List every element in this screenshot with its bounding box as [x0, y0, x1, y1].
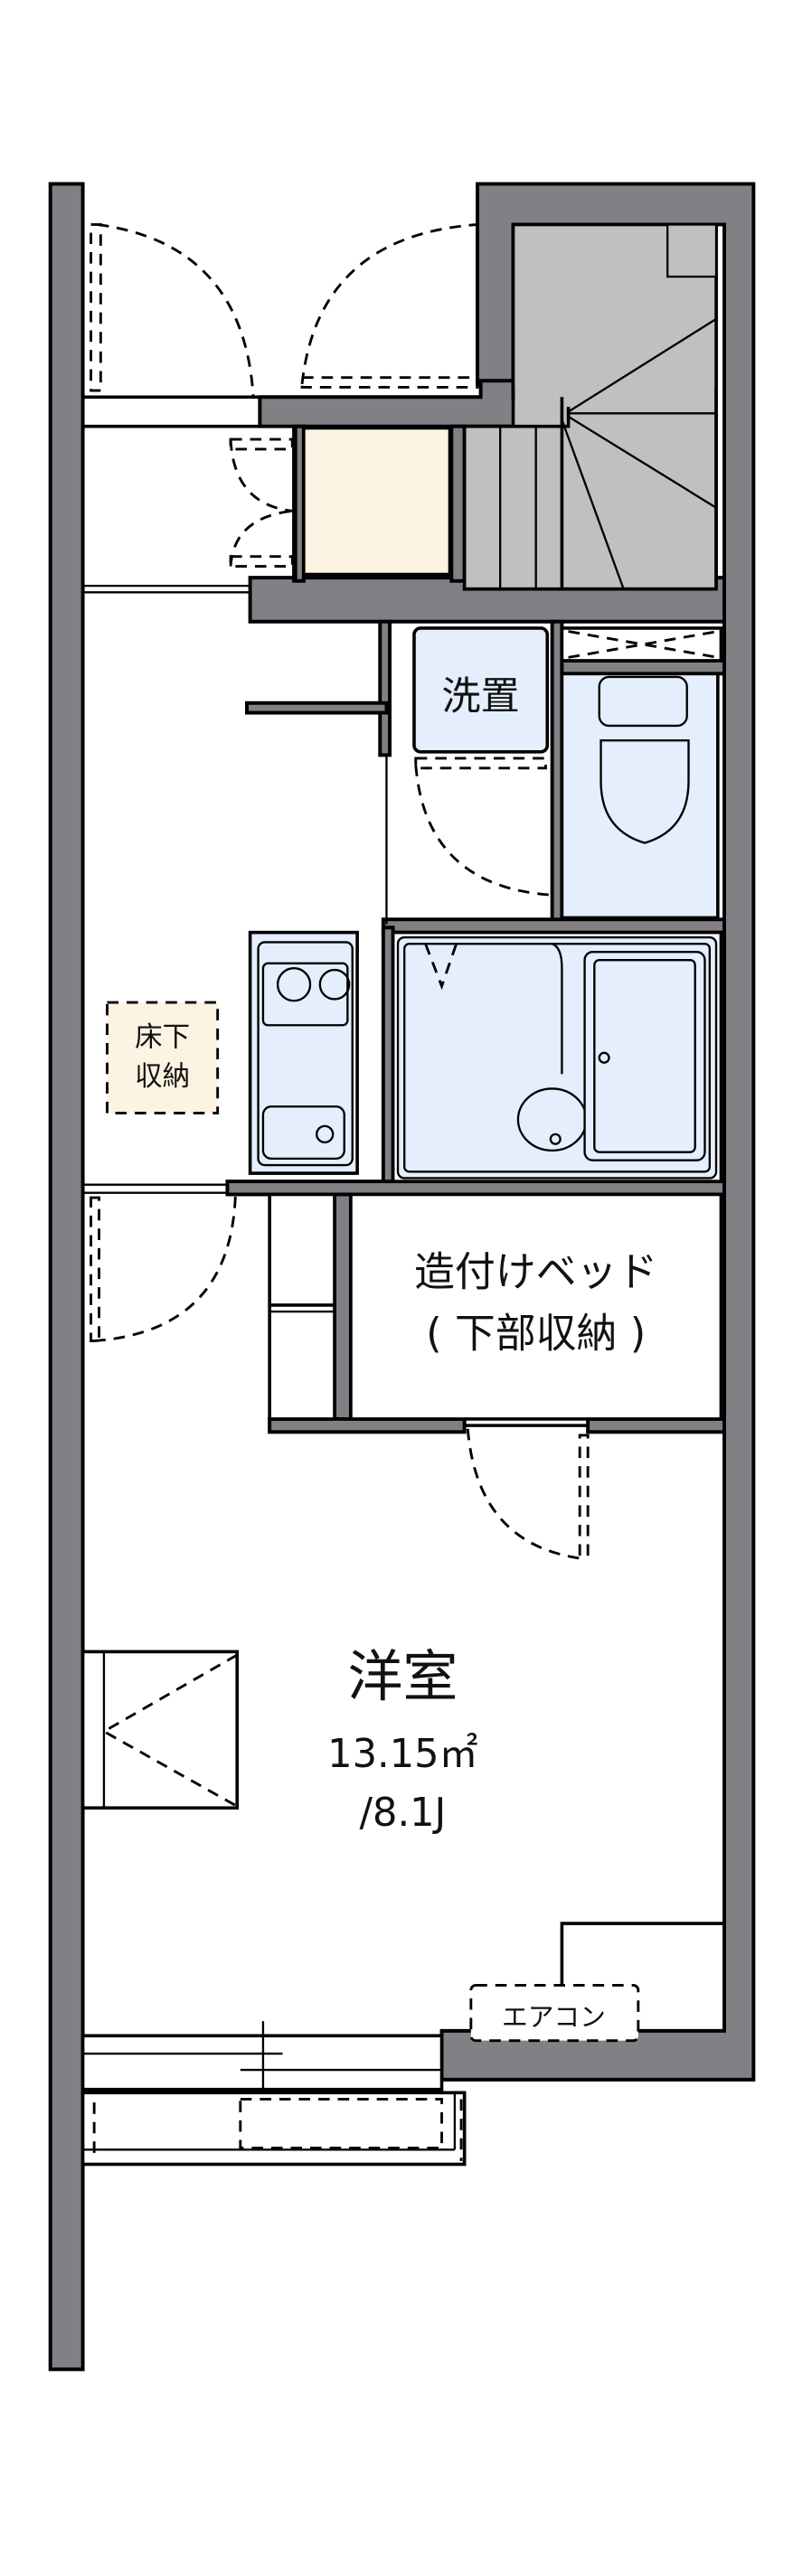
built-in-bed: 造付けベッド ( 下部収納 ): [349, 1192, 723, 1561]
room-area: 13.15㎡: [327, 1732, 477, 1777]
closet[interactable]: [80, 1650, 240, 1810]
hall: [82, 1183, 336, 1421]
burner-icon: [318, 968, 351, 1001]
laundry-label: 洗置: [442, 674, 520, 719]
entrance: [82, 223, 479, 594]
bath-top-wall: [381, 917, 726, 935]
bed-bottom-wall-right: [586, 1416, 726, 1434]
staircase: [462, 222, 718, 591]
room-name: 洋室: [347, 1645, 458, 1709]
balcony-window[interactable]: [80, 2091, 467, 2167]
kitchen-counter: [248, 930, 359, 1175]
underfloor-storage: 床下 収納: [106, 1001, 220, 1114]
storage-label-line2: 収納: [135, 1061, 190, 1093]
laundry-left-wall: [378, 619, 392, 757]
storage-label-line1: 床下: [135, 1022, 190, 1054]
toilet-bowl: [600, 739, 690, 844]
burner-icon: [276, 967, 312, 1002]
mid-wall: [225, 1180, 726, 1197]
balcony: [80, 2021, 467, 2167]
aircon-label: エアコン: [502, 2001, 606, 2032]
air-conditioner: エアコン: [469, 1984, 640, 2043]
closet-stair-divider: [449, 424, 467, 583]
western-room: 洋室 13.15㎡ /8.1J エアコン: [80, 1645, 725, 2043]
bathroom: [391, 930, 723, 1183]
toilet-tank: [598, 675, 688, 728]
toilet-room: [560, 626, 723, 920]
shoe-closet: [229, 426, 452, 579]
toilet-top-wall: [560, 658, 726, 676]
bed-label-line2: ( 下部収納 ): [426, 1310, 646, 1358]
sink: [261, 1105, 345, 1161]
entry-door-right[interactable]: [300, 223, 479, 389]
room-door[interactable]: [90, 1194, 237, 1342]
kitchen-top-stub: [245, 700, 389, 715]
room-tatami: /8.1J: [360, 1791, 447, 1836]
toilet-door[interactable]: [414, 765, 552, 897]
bed-room-door[interactable]: [466, 1428, 590, 1561]
left-wall: [48, 182, 85, 2372]
entry-door-left[interactable]: [90, 223, 255, 398]
closet-doors[interactable]: [229, 437, 294, 568]
laundry-space: 洗置: [385, 626, 552, 925]
bed-bottom-wall-left: [268, 1416, 467, 1434]
drain-icon: [316, 1124, 335, 1144]
bed-left-wall: [333, 1192, 353, 1424]
bed-label-line1: 造付けベッド: [414, 1247, 657, 1295]
